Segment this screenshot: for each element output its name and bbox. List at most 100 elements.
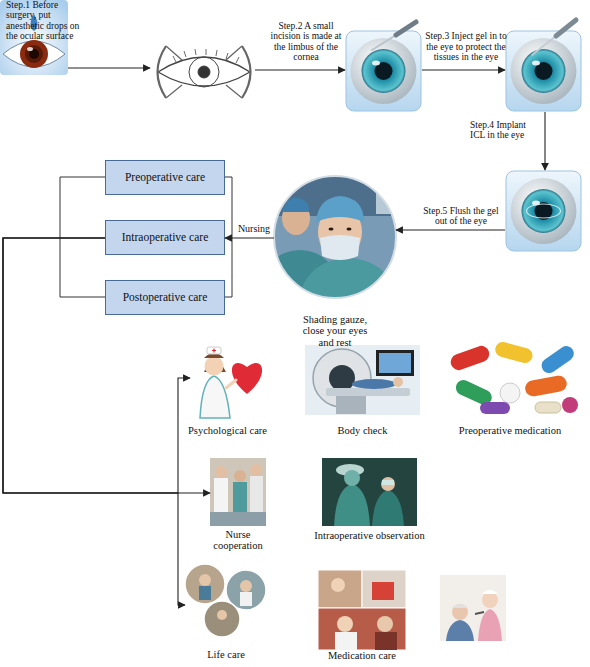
life-care-collage-part (199, 574, 211, 586)
ct-scanner-photo-part (393, 377, 403, 387)
eye-icl-icon (506, 171, 581, 251)
life-care-collage-part (217, 610, 227, 620)
eyelid-speculum-sketch-part (173, 49, 239, 63)
nurse-heart-cartoon-part (212, 349, 216, 353)
operating-room-photo-part (334, 484, 370, 526)
nurse-cooperation-photo-part (210, 512, 266, 526)
life-care-collage-part (199, 586, 211, 600)
image-node: Psychological care (190, 345, 265, 420)
process-box: Preoperative care (105, 160, 225, 195)
step-label: Step.5 Flush the gel out of the eye (418, 206, 504, 227)
medication-care-collage-part (337, 616, 353, 632)
operating-room-photo-part (382, 480, 394, 485)
operating-room-photo (322, 458, 417, 526)
medication-care-collage-part (335, 632, 357, 650)
pills-photo-part (500, 383, 520, 403)
step-label: Step.2 A small incision is made at the l… (266, 21, 346, 62)
nurse-patient-photo (440, 575, 506, 641)
image-node: Nurse cooperation (210, 458, 266, 526)
anesthetic-eye-icon-part (3, 41, 65, 67)
eye-incision-icon-part (372, 35, 396, 50)
operating-room-photo-part (372, 490, 404, 526)
eye-incision-icon (346, 22, 421, 111)
rest-photo-part-part (329, 228, 334, 231)
nurse-heart-cartoon-part (200, 376, 230, 418)
medication-care-collage-part (372, 582, 394, 600)
ct-scanner-photo-part (376, 350, 414, 376)
image-node (505, 170, 582, 252)
operating-room-photo-part (322, 458, 417, 526)
anesthetic-eye-icon-part (27, 47, 33, 51)
pills-photo-part (448, 344, 491, 373)
flow-arrow (255, 69, 345, 70)
rest-photo-part (274, 176, 396, 298)
flow-arrow (3, 238, 190, 493)
image-node: Preoperative medication (440, 340, 580, 420)
image-caption: Nurse cooperation (204, 529, 272, 552)
image-node: Medication care (318, 570, 406, 642)
image-node: Step.1 Before surgery, put anesthetic dr… (0, 0, 68, 75)
ct-scanner-photo-part (329, 365, 355, 391)
flow-arrow (422, 69, 505, 70)
box-label: Intraoperative care (122, 231, 209, 243)
image-node (150, 40, 255, 102)
eyelid-speculum-sketch-part (166, 46, 242, 98)
anesthetic-eye-icon-part (25, 45, 43, 63)
life-care-collage-part (240, 592, 252, 606)
operating-room-photo-part (344, 470, 360, 486)
pills-photo (448, 340, 578, 414)
rest-photo-part-part (320, 235, 360, 260)
life-care-collage-part (185, 564, 225, 604)
pills-photo-part (494, 340, 535, 364)
flow-arrow (3, 238, 185, 605)
image-caption: Intraoperative observation (297, 530, 442, 541)
nurse-cooperation-photo-part (210, 458, 266, 526)
ct-scanner-photo-part (352, 379, 396, 389)
life-care-collage-part (240, 580, 252, 592)
eyelid-speculum-sketch-part (189, 57, 219, 87)
flow-arrow (3, 238, 210, 493)
image-caption: Body check (305, 425, 420, 436)
pills-photo-part (480, 402, 510, 414)
medication-care-collage-part (331, 578, 345, 592)
nurse-patient-photo-part (478, 609, 502, 641)
flow-arrow (68, 67, 150, 68)
flow-arrow (544, 112, 545, 170)
pills-photo-part (562, 397, 578, 413)
image-caption: Step.1 Before surgery, put anesthetic dr… (6, 0, 84, 41)
image-caption: Shading gauze, close your eyes and rest (294, 314, 376, 348)
medication-care-collage-part (362, 570, 406, 608)
care-bracket (60, 177, 232, 297)
nurse-cooperation-photo (210, 458, 266, 526)
nurse-patient-photo-part (440, 575, 506, 641)
image-node: Intraoperative observation (322, 458, 417, 526)
life-care-collage-part (204, 601, 240, 637)
pills-photo-part (539, 343, 577, 376)
pills-photo-part (535, 402, 561, 413)
image-node: Body check (305, 345, 420, 415)
process-box: Intraoperative care (105, 220, 225, 255)
nurse-heart-cartoon-part (226, 380, 236, 388)
box-label: Preoperative care (125, 171, 205, 183)
image-node: Shading gauze, close your eyes and rest (274, 176, 396, 298)
eyelid-speculum-sketch-part (242, 46, 251, 98)
nurse-cooperation-photo-part (234, 470, 246, 482)
eye-gel-icon-part (506, 31, 581, 111)
ct-scanner-photo-part (305, 345, 420, 415)
rest-photo-part-part (347, 228, 352, 231)
eyelid-speculum-sketch-part (158, 46, 167, 98)
nurse-patient-photo-part (475, 612, 484, 614)
nurse-heart-cartoon-part (205, 357, 224, 376)
flow-label: Nursing (232, 224, 276, 235)
nurse-patient-photo-part (452, 604, 468, 608)
image-caption: Life care (185, 649, 267, 660)
eyelid-speculum-sketch (158, 46, 251, 98)
medication-care-collage-part (375, 632, 397, 650)
pills-photo-part (524, 374, 568, 397)
step-label: Step.4 Implant ICL in the eye (470, 120, 540, 141)
operating-room-photo-part (381, 477, 395, 491)
image-caption: Psychological care (185, 425, 270, 436)
care-bracket-part (60, 177, 105, 297)
image-node (505, 30, 582, 112)
